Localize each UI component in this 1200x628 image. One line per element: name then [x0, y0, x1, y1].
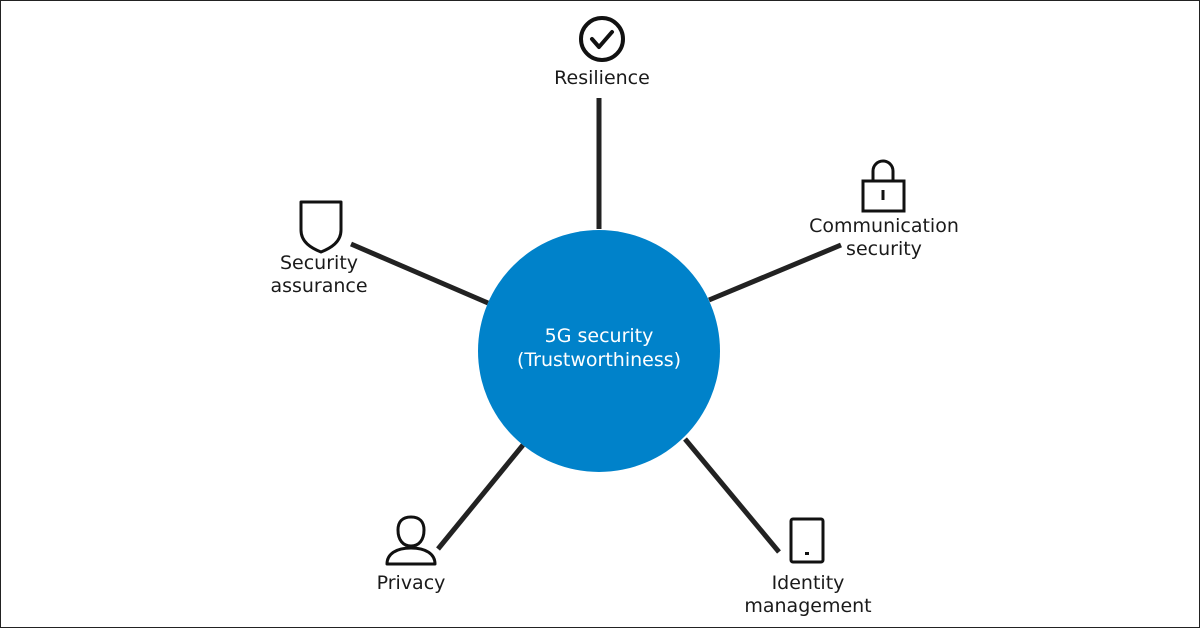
node-communication-security-line1: Communication: [809, 215, 959, 237]
node-security-assurance-line2: assurance: [270, 275, 368, 297]
lock-icon: [861, 159, 906, 213]
hub-label-line2: (Trustworthiness): [516, 349, 682, 371]
hub-label-line1: 5G security: [544, 325, 654, 347]
node-security-assurance-label: Security assurance: [270, 252, 367, 298]
person-icon: [385, 515, 437, 566]
node-identity-management-line1: Identity: [771, 572, 845, 594]
node-communication-security-line2: security: [846, 238, 922, 260]
node-security-assurance-line1: Security: [279, 252, 359, 274]
node-identity-management-line2: management: [744, 595, 872, 617]
node-identity-management-label: Identity management: [744, 572, 871, 618]
node-communication-security-label: Communication security: [809, 215, 959, 261]
node-privacy-line1: Privacy: [376, 572, 446, 594]
check-circle-icon: [579, 16, 625, 62]
node-resilience-label: Resilience: [554, 67, 650, 90]
spoke-security-assurance: [350, 241, 489, 306]
shield-icon: [299, 200, 343, 254]
node-resilience-line1: Resilience: [554, 67, 650, 89]
spoke-identity-management: [683, 437, 781, 554]
hub-label: 5G security (Trustworthiness): [517, 324, 681, 372]
spoke-communication-security: [708, 242, 842, 303]
spoke-privacy: [436, 443, 525, 551]
mobile-device-icon: [789, 517, 825, 564]
node-privacy-label: Privacy: [377, 572, 446, 595]
hub-circle: [478, 230, 720, 472]
